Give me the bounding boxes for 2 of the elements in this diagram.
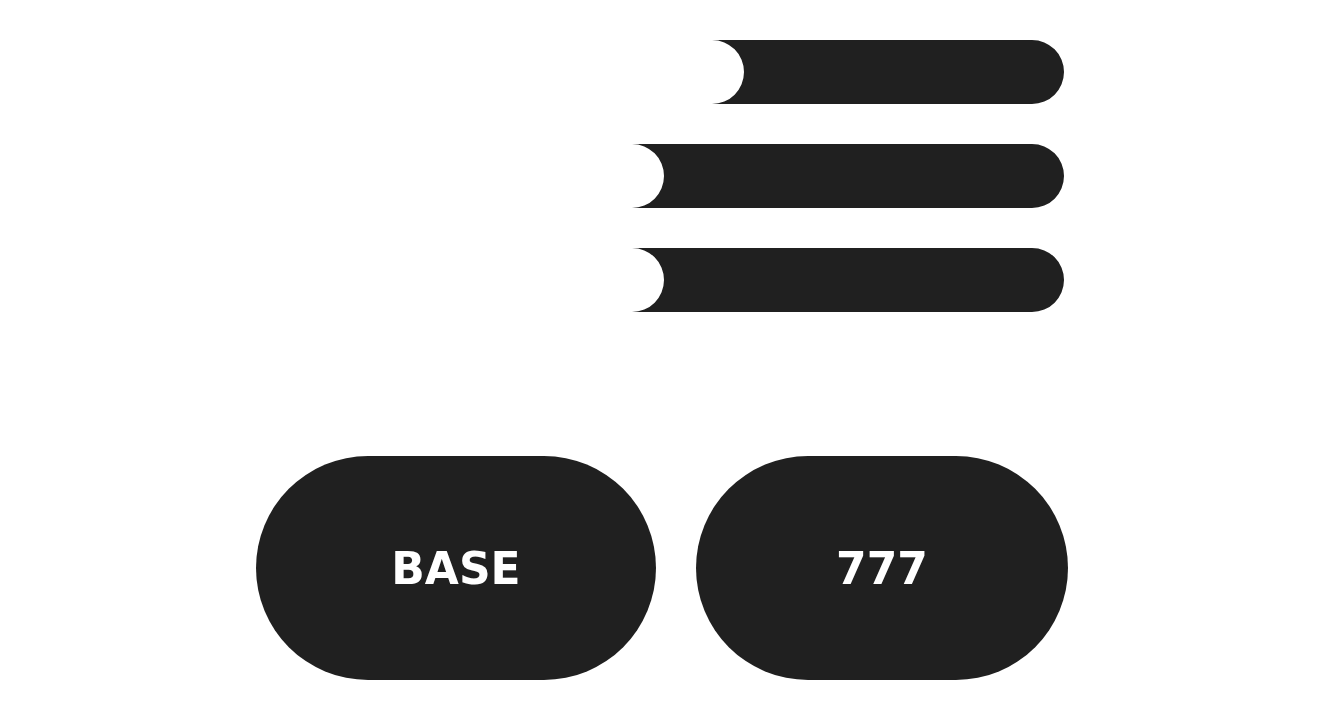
pill-label: BASE <box>391 542 521 594</box>
pill-label: 777 <box>836 542 928 594</box>
